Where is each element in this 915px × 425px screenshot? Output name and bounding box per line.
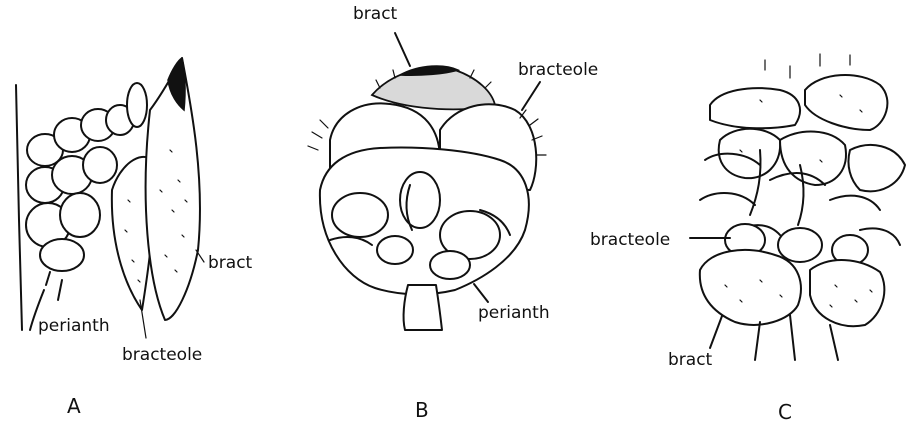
panel-b-label-perianth: perianth (478, 305, 550, 322)
panel-a-label-bract: bract (208, 255, 252, 272)
panel-b-perianth-leader (474, 284, 488, 302)
panel-c-bract-shape (700, 250, 801, 325)
panel-a-letter: A (67, 396, 81, 416)
panel-b-bract-leader (395, 33, 410, 66)
panel-c-bract-leader (710, 316, 722, 348)
panel-a-label-perianth: perianth (38, 318, 110, 335)
panel-a-label-bracteole: bracteole (122, 347, 202, 364)
panel-b-letter: B (415, 400, 429, 420)
panel-b-label-bract: bract (353, 6, 397, 23)
panel-b-label-bracteole: bracteole (518, 62, 598, 79)
panel-c-letter: C (778, 402, 792, 422)
panel-c-label-bract: bract (668, 352, 712, 369)
panel-b-drawing (308, 33, 546, 330)
panel-b-bracteole-leader (522, 82, 540, 110)
panel-c-drawing (690, 54, 905, 360)
panel-c-label-bracteole: bracteole (590, 232, 670, 249)
panel-a-drawing (16, 58, 204, 338)
